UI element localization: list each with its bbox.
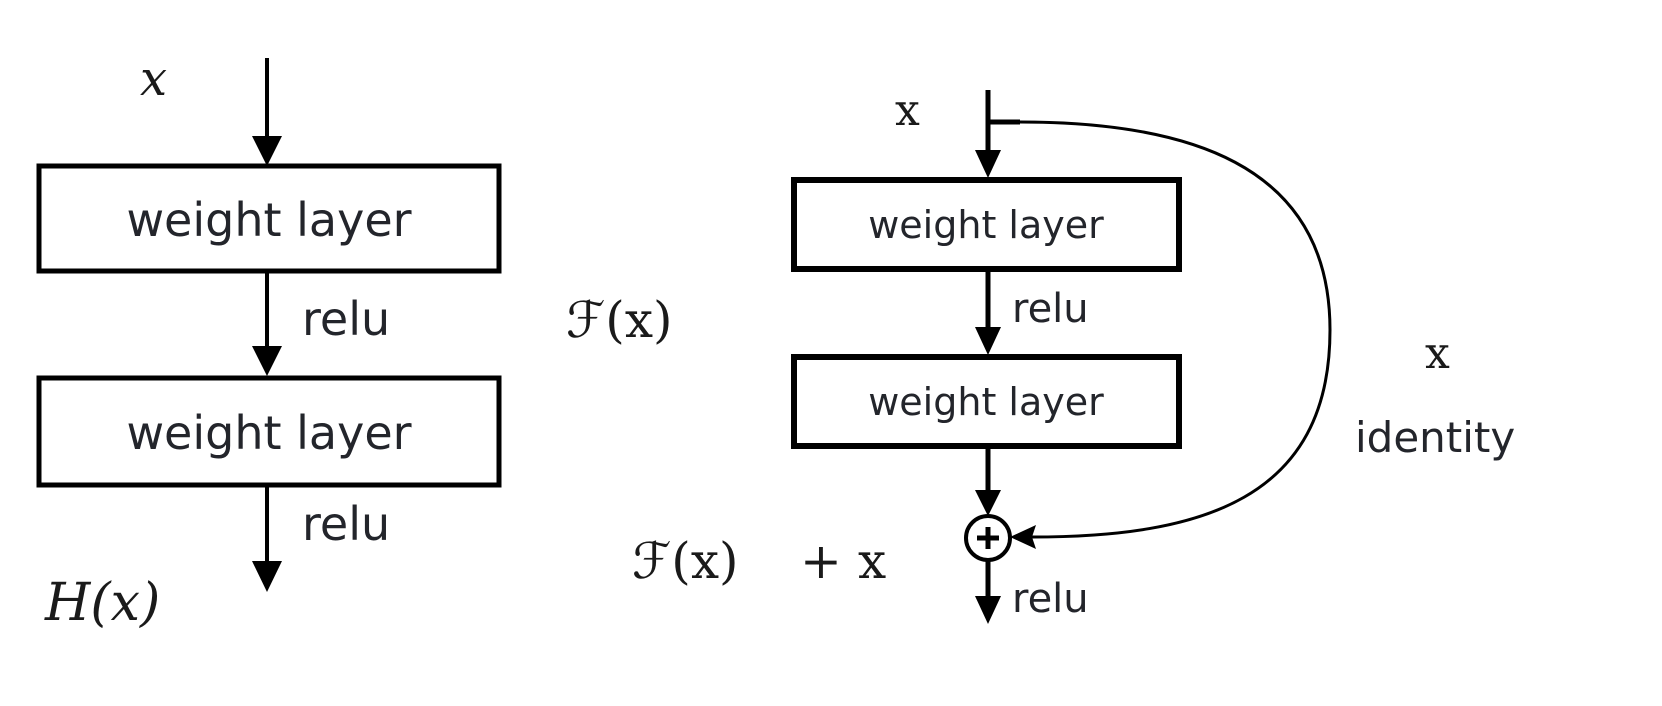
plain-input-label: x — [140, 51, 167, 107]
arrowhead-icon — [252, 346, 282, 376]
identity-label: identity — [1355, 413, 1515, 462]
relu-label: relu — [1012, 576, 1089, 622]
plain-input-arrow — [252, 58, 282, 166]
residual-output-arrow — [975, 560, 1001, 624]
residual-arrow-1 — [975, 270, 1001, 355]
arrowhead-icon — [975, 327, 1001, 355]
shortcut-x-label: x — [1425, 328, 1450, 379]
residual-function-label: ℱ(x) — [566, 291, 673, 349]
arrowhead-icon — [975, 490, 1001, 516]
arrowhead-icon — [975, 596, 1001, 624]
relu-label: relu — [1012, 286, 1089, 332]
arrowhead-icon — [252, 561, 282, 592]
sum-label-f: ℱ(x) — [632, 532, 739, 590]
weight-layer-label: weight layer — [126, 406, 411, 460]
residual-weight-layer-2: weight layer — [791, 354, 1182, 449]
relu-label: relu — [302, 292, 390, 346]
sum-label: ℱ(x) + x — [632, 532, 886, 590]
residual-input-label: x — [895, 85, 920, 136]
identity-shortcut — [988, 119, 1332, 549]
sum-label-plus: + — [800, 532, 842, 590]
plain-output-label: H(x) — [44, 573, 160, 633]
weight-layer-label: weight layer — [868, 203, 1104, 247]
plain-output-arrow — [252, 486, 282, 592]
weight-layer-label: weight layer — [868, 380, 1104, 424]
residual-input-arrow — [975, 90, 1001, 178]
arrowhead-icon — [975, 150, 1001, 178]
plain-weight-layer-2: weight layer — [36, 375, 502, 488]
residual-weight-layer-1: weight layer — [791, 177, 1182, 272]
plain-weight-layer-1: weight layer — [36, 163, 502, 274]
sum-label-x: x — [858, 532, 886, 590]
arrowhead-icon — [252, 136, 282, 166]
plain-block: x weight layer relu weight layer relu H — [36, 51, 502, 633]
weight-layer-label: weight layer — [126, 193, 411, 247]
plain-arrow-1 — [252, 272, 282, 376]
relu-label: relu — [302, 497, 390, 551]
arrowhead-icon — [1010, 525, 1036, 549]
residual-block: x weight layer relu weight layer — [566, 85, 1515, 624]
residual-arrow-2 — [975, 447, 1001, 516]
addition-node — [964, 514, 1012, 562]
